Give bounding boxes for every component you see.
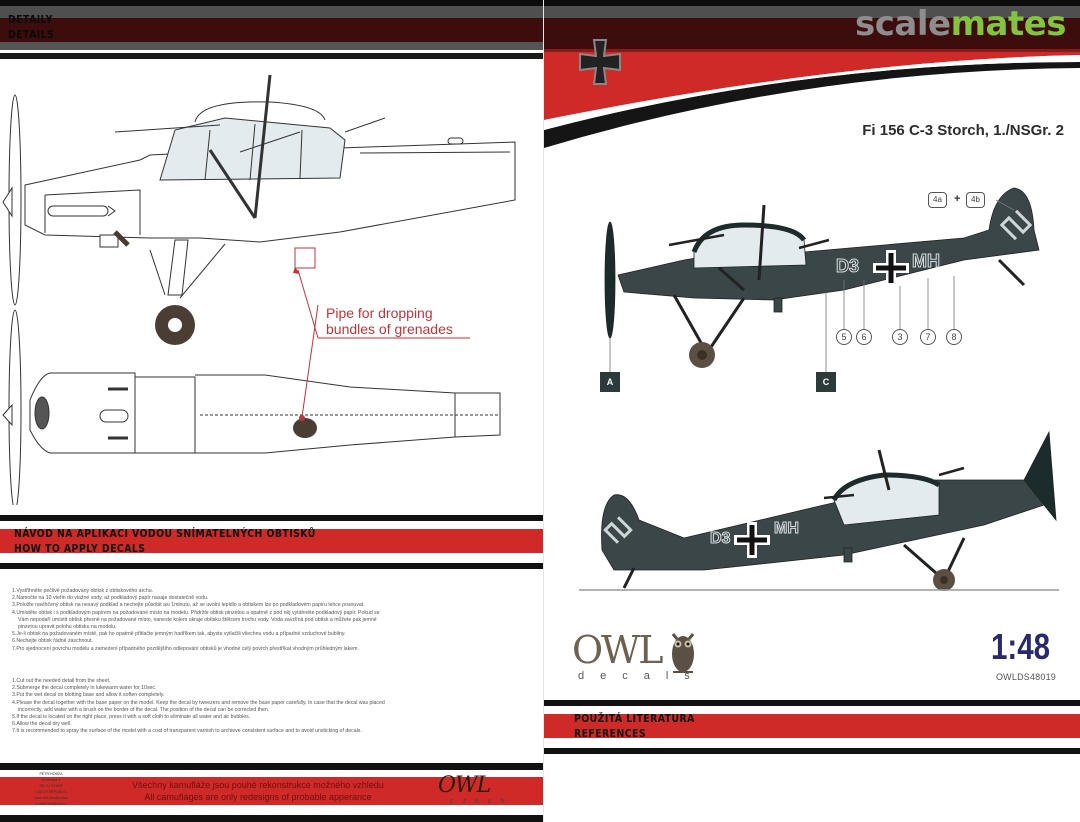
references-band: POUŽITÁ LITERATURA REFERENCES (544, 700, 1080, 754)
references-heading-cz: POUŽITÁ LITERATURA (574, 712, 695, 725)
address-line: e-mail: owl@owl.cz (35, 802, 67, 806)
tail-decal-callout: 4a (928, 192, 947, 208)
logo-word: OWL (572, 628, 663, 672)
decal-callout: 5 (836, 329, 852, 345)
fuselage-code-left: D3 (835, 256, 860, 277)
owl-czech-logo: OWL czech (438, 773, 538, 805)
side-view-drawing (2, 74, 516, 345)
heading-cz: DETAILY (8, 13, 53, 26)
brand-part1: scale (855, 4, 951, 44)
decal-callout: 8 (946, 329, 962, 345)
instructions-heading: NÁVOD NA APLIKACI VODOU SNÍMATELNÝCH OBT… (14, 526, 316, 556)
details-heading: DETAILY DETAILS (8, 12, 54, 42)
pipe-callout-label: Pipe for dropping bundles of grenades (326, 305, 453, 337)
instruction-item: Vám nepodaří umístit obtisk přesně na po… (18, 616, 377, 623)
instruction-item: 5.Je-li obtisk na požadovaném místě, pak… (12, 631, 346, 638)
footer: PETR HOBZA Brněnská 4 763 21 STARÉ CZECH… (0, 763, 544, 822)
header-stripe (0, 50, 544, 53)
header-stripe (0, 42, 544, 50)
owl-decals-logo: OWL decals (572, 628, 706, 682)
header-stripe (0, 6, 544, 18)
instruction-item: incorrectly, add water with a brush on t… (18, 706, 270, 713)
publisher-address: PETR HOBZA Brněnská 4 763 21 STARÉ CZECH… (22, 771, 80, 807)
fuselage-code-left-2: D3 (709, 530, 731, 548)
callout-line1: Pipe for dropping (326, 305, 433, 321)
references-heading: POUŽITÁ LITERATURA REFERENCES (574, 711, 695, 741)
instruction-item: 3.Put the wet decal on blotting base and… (12, 692, 165, 699)
heading-en: DETAILS (8, 28, 55, 41)
brand-part2: mates (950, 4, 1067, 44)
scale-label: 1:48 (990, 626, 1050, 667)
decal-callout: 3 (892, 329, 908, 345)
owl-icon (671, 633, 695, 673)
instruction-item: 4.Umístěte obtisk i s podkladovým papíre… (12, 609, 380, 616)
instruction-item: 6.Allow the decal dry well. (12, 721, 72, 728)
address-line: www.owl-decals.com (34, 796, 68, 800)
logo-subtitle: czech (450, 798, 514, 805)
header-stripe (544, 6, 1080, 18)
instructions-band: NÁVOD NA APLIKACI VODOU SNÍMATELNÝCH OBT… (0, 515, 544, 569)
left-profile-aircraft (604, 187, 1040, 375)
header-band (0, 18, 544, 42)
address-line: PETR HOBZA (39, 772, 63, 776)
bottom-view-drawing (2, 305, 501, 505)
header-stripe (544, 0, 1080, 6)
header-stripe (0, 53, 544, 59)
camouflage-disclaimer: Všechny kamufláže jsou pouhé rekonstrukc… (88, 779, 428, 803)
references-heading-en: REFERENCES (574, 727, 647, 740)
address-line: Brněnská 4 (41, 778, 61, 782)
instructions-heading-cz: NÁVOD NA APLIKACI VODOU SNÍMATELNÝCH OBT… (14, 527, 316, 540)
right-profile-aircraft (579, 430, 1059, 591)
instruction-item: 4.Please the decal together with the bas… (12, 699, 385, 706)
decal-callout: 6 (856, 329, 872, 345)
tail-decal-callout: 4b (966, 192, 985, 208)
instruction-item: 1.Vystřihněte pečlivě požadovaný obtisk … (12, 588, 154, 594)
instructions-list-cz: 1.Vystřihněte pečlivě požadovaný obtisk … (12, 588, 532, 653)
logo-word: OWL (438, 773, 491, 798)
plus-sign: + (954, 193, 961, 205)
page-divider (543, 0, 544, 822)
aircraft-title: Fi 156 C-3 Storch, 1./NSGr. 2 (862, 122, 1064, 139)
instruction-item: 1.Cut out the needed detail from the she… (12, 678, 111, 684)
instruction-item: 3.Položte navlhčený obtisk na nesavý pod… (12, 602, 365, 609)
disclaimer-cz: Všechny kamufláže jsou pouhé rekonstrukc… (132, 780, 384, 790)
instruction-item: 7.It is recommended to spray the surface… (12, 728, 362, 735)
instruction-item: 7.Pro sjednocení povrchu modelu a zameze… (12, 645, 359, 652)
disclaimer-en: All camuflages are only redesigns of pro… (144, 792, 372, 802)
right-page: scalemates Fi 156 C-3 Storch, 1./NSGr. 2 (544, 0, 1080, 822)
instructions-list-en: 1.Cut out the needed detail from the she… (12, 678, 532, 736)
fuselage-code-right: MH (912, 251, 941, 272)
decal-callout: 7 (920, 329, 936, 345)
address-line: CZECH REPUBLIC (35, 790, 67, 794)
address-line: 763 21 STARÉ (39, 784, 63, 788)
logo-subtitle: decals (578, 670, 706, 682)
red-swoosh-banner (544, 39, 1080, 148)
instructions-heading-en: HOW TO APPLY DECALS (14, 542, 146, 555)
scalemates-watermark: scalemates (855, 4, 1066, 44)
left-page: DETAILY DETAILS (0, 0, 544, 822)
instruction-item: 6.Nechejte obtisk řádně zaschnout. (12, 638, 94, 645)
header-stripe (0, 0, 544, 6)
fuselage-code-right-2: MH (774, 520, 800, 538)
callout-line2: bundles of grenades (326, 321, 453, 337)
instruction-item: 2.Namočte na 10 vteřin do vlažné vody, a… (12, 595, 209, 602)
view-tag-c: C (816, 372, 836, 392)
instruction-item: 5.If the decal is located on the right p… (12, 714, 251, 721)
instruction-item: pinzetou upravit polohu obtisku na model… (18, 624, 117, 631)
view-tag-a: A (600, 372, 620, 392)
instruction-item: 2.Submerge the decal completely in lukew… (12, 685, 157, 692)
header-band (544, 18, 1080, 49)
iron-cross-icon (579, 39, 621, 85)
product-code: OWLDS48019 (995, 672, 1056, 682)
